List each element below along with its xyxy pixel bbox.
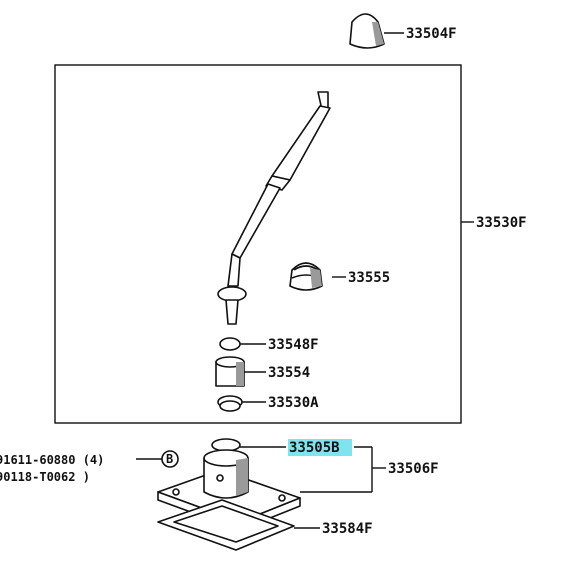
retainer xyxy=(211,438,286,452)
label-bolt-line1[interactable]: 91611-60880 (4) xyxy=(0,453,104,467)
bolt-callout-letter: B xyxy=(166,452,173,466)
label-housing[interactable]: 33506F xyxy=(388,461,439,477)
label-lever-assy[interactable]: 33530F xyxy=(476,215,527,231)
shift-lever xyxy=(217,91,331,325)
bushing xyxy=(219,337,266,351)
lever-assembly-frame xyxy=(54,64,462,424)
label-boot[interactable]: 33555 xyxy=(348,270,390,286)
boot xyxy=(289,262,323,291)
seat xyxy=(215,356,266,387)
spring xyxy=(217,395,266,412)
shift-knob xyxy=(349,13,404,49)
label-gasket[interactable]: 33584F xyxy=(322,521,373,537)
bolt-callout xyxy=(136,450,179,468)
label-seat[interactable]: 33554 xyxy=(268,365,310,381)
retainer-highlight xyxy=(288,439,352,456)
gasket xyxy=(157,499,320,551)
label-bushing[interactable]: 33548F xyxy=(268,337,319,353)
label-knob[interactable]: 33504F xyxy=(406,26,457,42)
label-spring[interactable]: 33530A xyxy=(268,395,319,411)
label-bolt-line2[interactable]: 90118-T0062 ) xyxy=(0,470,90,484)
label-retainer[interactable]: 33505B xyxy=(289,440,340,456)
